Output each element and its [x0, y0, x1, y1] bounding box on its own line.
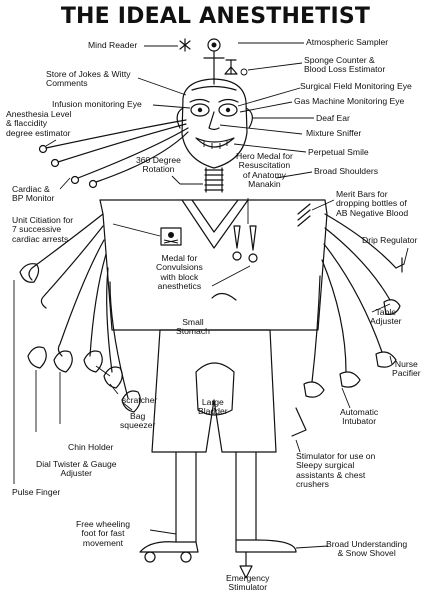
label-shoulders: Broad Shoulders: [314, 166, 379, 176]
label-bladder: Large Bladder: [198, 397, 228, 417]
label-infusion-eye: Infusion monitoring Eye: [52, 99, 142, 109]
label-dial: Dial Twister & Gauge Adjuster: [36, 459, 117, 479]
label-intubator: Automatic Intubator: [340, 407, 379, 427]
label-mixture: Mixture Sniffer: [306, 128, 362, 138]
label-surgical-eye: Surgical Field Monitoring Eye: [300, 81, 412, 91]
page-title: THE IDEAL ANESTHETIST: [60, 4, 371, 29]
left-arms: [19, 213, 141, 413]
label-atmospheric: Atmospheric Sampler: [306, 37, 389, 47]
label-mind-reader: Mind Reader: [88, 40, 138, 50]
label-cardiac: Cardiac & BP Monitor: [12, 184, 55, 204]
shorts: [151, 329, 277, 453]
label-unit-citation: Unit Citiation for 7 successive cardiac …: [12, 215, 74, 244]
label-stimulator: Stimulator for use on Sleepy surgical as…: [296, 451, 376, 490]
mind-reader-spark: [179, 38, 191, 52]
label-bag: Bag squeezer: [120, 411, 156, 431]
right-arms: [291, 213, 405, 437]
head: [176, 78, 253, 169]
label-hero-medal: Hero Medal for Resuscitation of Anatomy …: [236, 151, 293, 190]
atmospheric-sampler-antenna: [203, 38, 248, 85]
cardiac-cables: [38, 119, 189, 189]
label-rotation: 360 Degree Rotation: [136, 155, 181, 175]
label-sponge: Sponge Counter & Blood Loss Estimator: [304, 55, 386, 75]
label-drip: Drip Regulator: [362, 235, 418, 245]
label-scratcher: scratcher: [122, 395, 158, 405]
label-emergency: Emergency Stimulator: [226, 573, 270, 593]
label-chin: Chin Holder: [68, 442, 114, 452]
label-deaf-ear: Deaf Ear: [316, 113, 350, 123]
label-nurse: Nurse Pacifier: [392, 359, 421, 379]
torso: [99, 199, 328, 331]
legs: [139, 451, 297, 579]
label-anesthesia-level: Anesthesia Level & flaccidity degree est…: [6, 109, 72, 138]
label-convulsions: Medal for Convulsions with block anesthe…: [156, 253, 203, 292]
rotation-neck-spring: [204, 167, 224, 193]
label-stomach: Small Stomach: [176, 317, 210, 337]
label-understanding: Broad Understanding & Snow Shovel: [326, 539, 408, 559]
label-merit: Merit Bars for dropping bottles of AB Ne…: [336, 189, 409, 218]
label-gas-eye: Gas Machine Monitoring Eye: [294, 96, 405, 106]
pointer-lines: [13, 42, 409, 578]
label-jokes: Store of Jokes & Witty Comments: [46, 69, 131, 89]
label-foot: Free wheeling foot for fast movement: [76, 519, 130, 548]
label-smile: Perpetual Smile: [308, 147, 369, 157]
label-pulse: Pulse Finger: [12, 487, 61, 497]
label-table: Table Adjuster: [370, 307, 402, 327]
